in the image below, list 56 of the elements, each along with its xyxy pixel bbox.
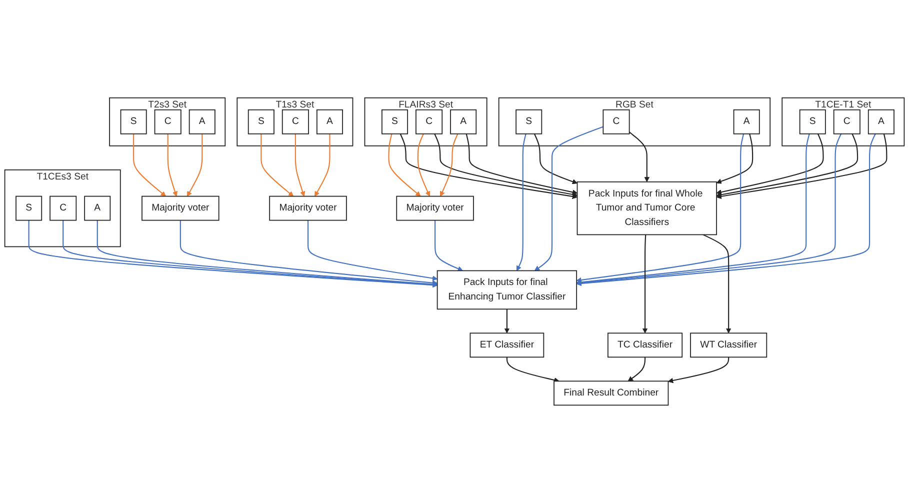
node-box: C (154, 109, 182, 134)
arrow (314, 134, 330, 197)
arrow (388, 134, 421, 197)
arrow (294, 134, 306, 197)
arrow (534, 126, 604, 271)
node-box: Final Result Combiner (554, 380, 669, 406)
node-box: Pack Inputs for final Enhancing Tumor Classifier (436, 270, 578, 310)
arrow (186, 134, 203, 197)
node-box: TC Classifier (608, 332, 683, 358)
node-box: C (282, 109, 309, 134)
arrow (133, 134, 166, 197)
arrow (434, 134, 578, 198)
node-box: S (799, 109, 826, 134)
arrow (702, 234, 732, 334)
arrow (434, 220, 463, 272)
arrow (716, 134, 754, 184)
node-box: A (188, 109, 216, 134)
node-box: C (602, 109, 630, 134)
arrow (516, 134, 526, 271)
arrow (504, 309, 510, 334)
node-box: C (416, 109, 443, 134)
node-box: A (733, 109, 760, 134)
node-box: A (450, 109, 477, 134)
arrow (506, 357, 560, 383)
node-box: C (50, 196, 77, 221)
node-box: C (833, 109, 860, 134)
node-box: S (16, 196, 42, 221)
arrow (716, 134, 824, 195)
node-box: A (84, 196, 111, 221)
arrow (628, 357, 646, 382)
node-box: Pack Inputs for final Whole Tumor and Tumor Core Classifiers (576, 181, 717, 236)
arrow (307, 220, 438, 281)
arrow (260, 134, 294, 197)
node-box: S (248, 109, 274, 134)
arrow (400, 134, 578, 200)
node-box: Majority voter (269, 196, 347, 221)
arrow (440, 134, 458, 197)
arrow (629, 132, 650, 182)
node-box: S (120, 109, 147, 134)
node-box: A (868, 109, 894, 134)
arrow (167, 134, 178, 197)
node-box: Majority voter (142, 196, 220, 221)
node-box: S (382, 109, 408, 134)
arrow (417, 134, 430, 197)
node-box: S (516, 109, 542, 134)
arrow (716, 134, 888, 199)
arrow (716, 134, 858, 198)
node-box: WT Classifier (690, 332, 768, 358)
arrow (534, 134, 578, 184)
arrow (466, 134, 578, 195)
node-box: ET Classifier (470, 332, 544, 358)
arrow (668, 357, 730, 384)
node-box: Majority voter (396, 196, 474, 221)
node-box: A (316, 109, 343, 134)
arrow (180, 220, 438, 286)
arrow (642, 234, 648, 334)
